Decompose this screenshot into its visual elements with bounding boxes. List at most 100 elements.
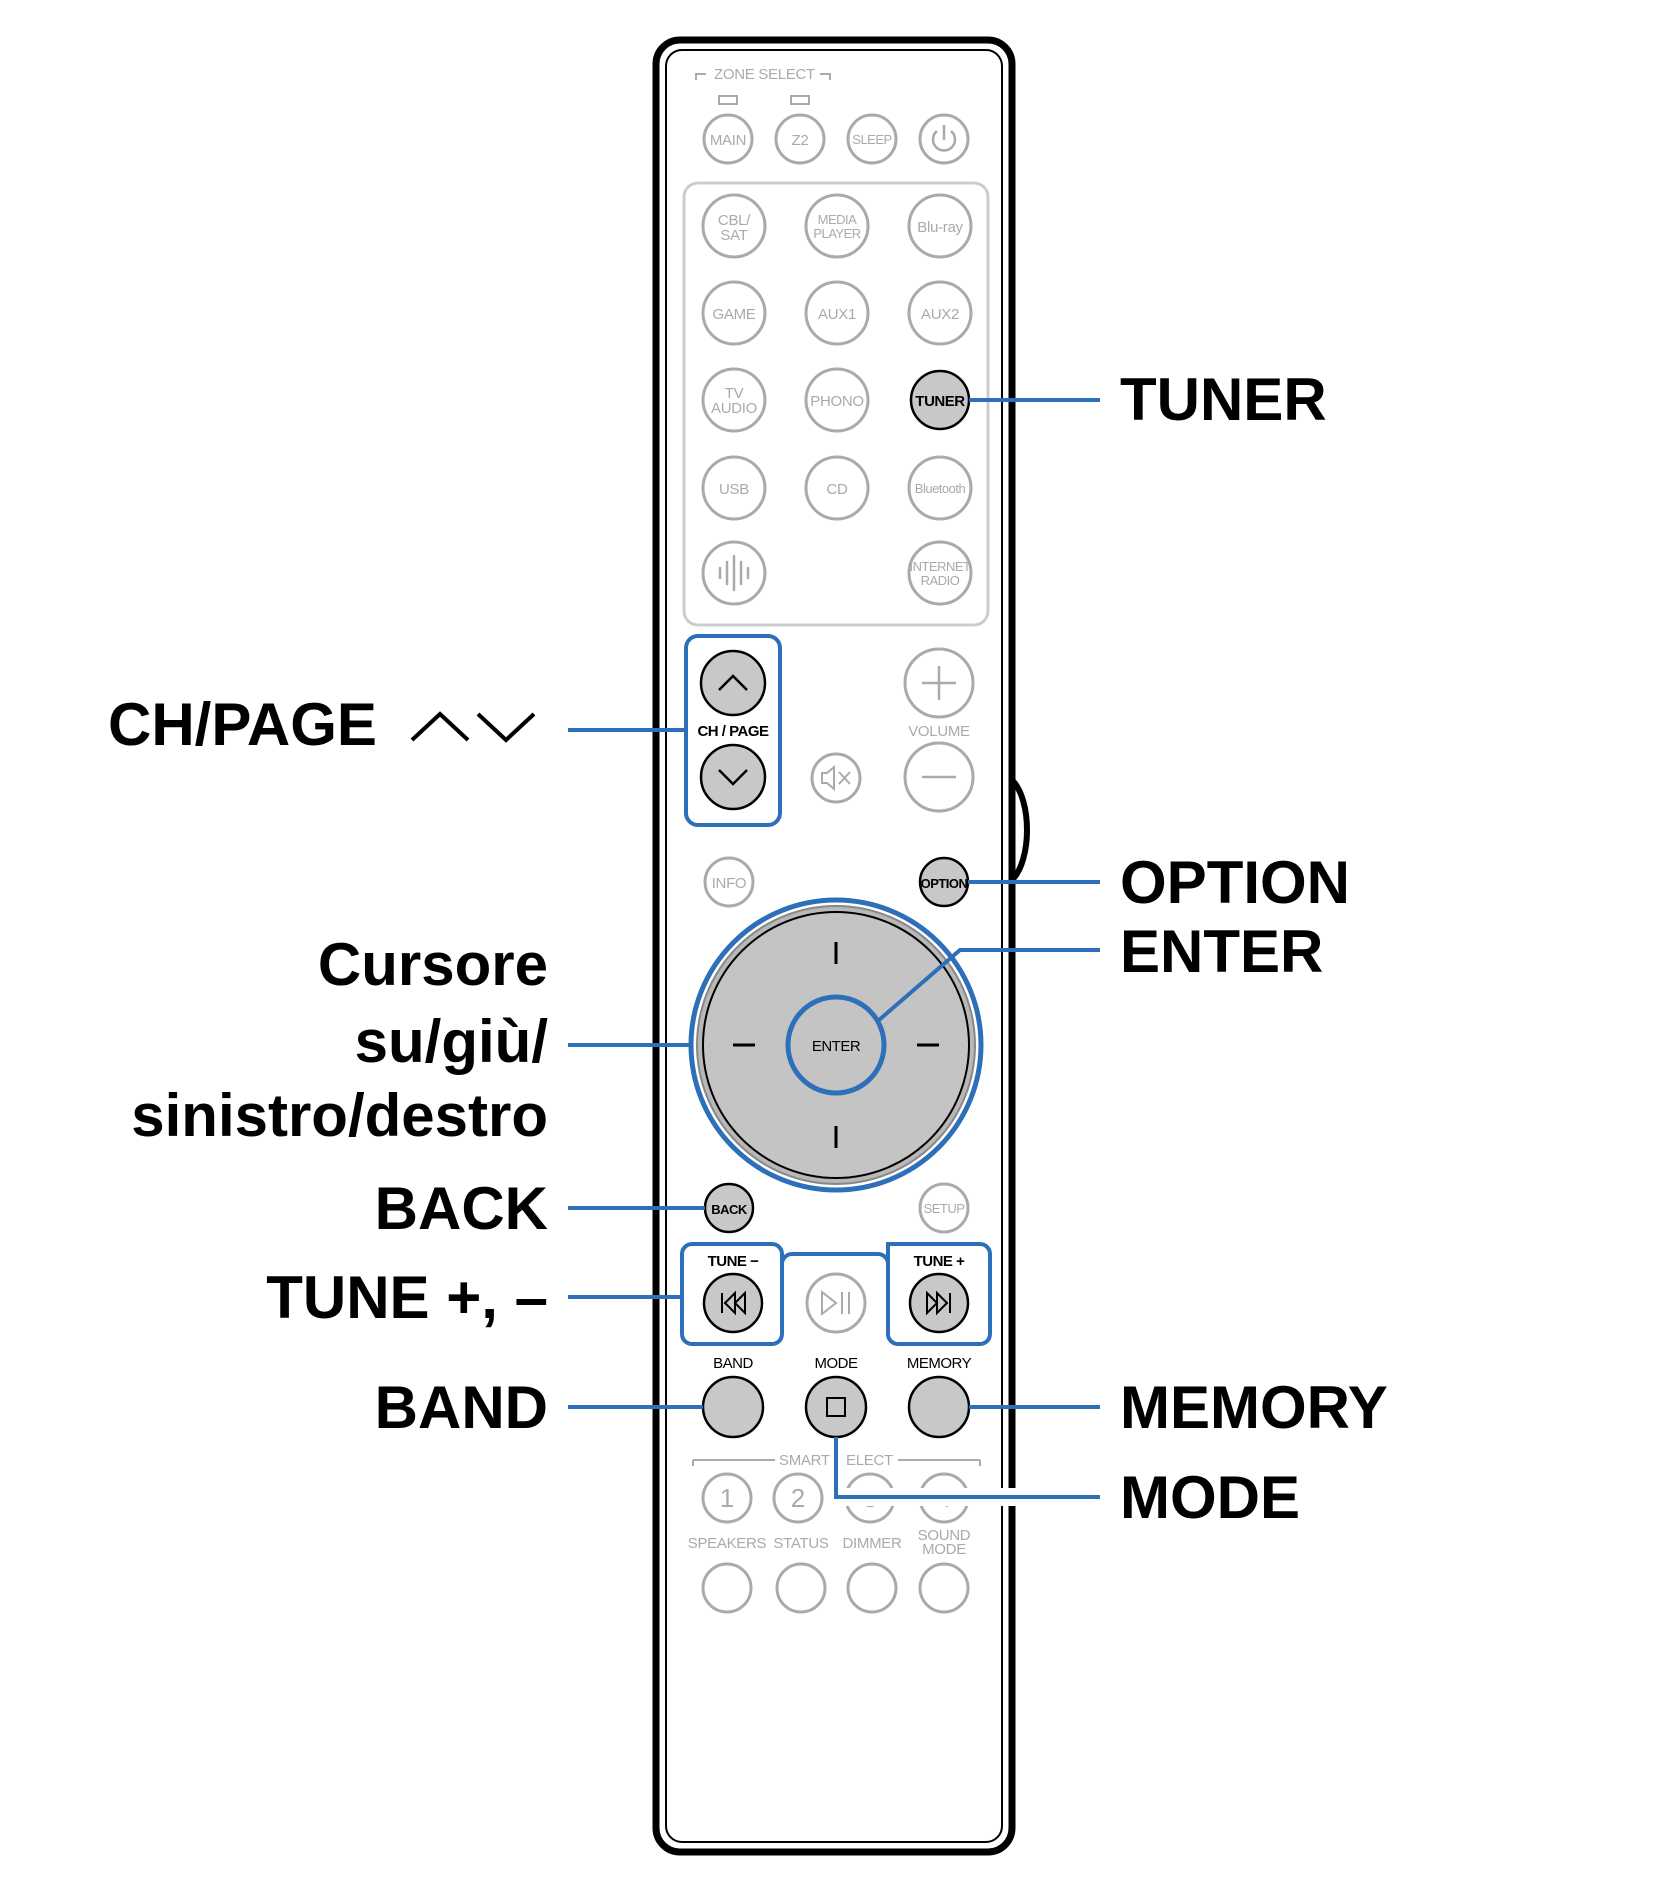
tv-audio-label-line1: TV [725,385,744,402]
mute-icon [821,764,851,792]
chevron-down-icon [718,769,748,786]
ch-page-label: CH / PAGE [697,723,769,740]
band-label: BAND [713,1355,753,1372]
setup-button[interactable]: SETUP [918,1182,970,1234]
sound-mode-button[interactable] [918,1562,970,1614]
memory-label: MEMORY [907,1355,972,1372]
bluetooth-label: Bluetooth [915,481,966,496]
bluray-button[interactable]: Blu-ray [907,193,973,259]
bluray-label: Blu-ray [917,219,963,236]
aux2-button[interactable]: AUX2 [907,280,973,346]
media-player-label-line2: PLAYER [813,226,860,241]
cd-button[interactable]: CD [804,455,870,521]
enter-button[interactable]: ENTER [785,994,887,1096]
skip-back-icon [721,1290,746,1316]
internet-radio-button[interactable]: INTERNET RADIO [907,540,973,606]
volume-up-button[interactable] [903,647,975,719]
power-button[interactable] [918,113,970,165]
speakers-button[interactable] [701,1562,753,1614]
mode-button[interactable] [804,1375,868,1439]
smart-select-left-label: SMART [779,1452,830,1469]
tune-plus-button[interactable] [908,1272,970,1334]
volume-label: VOLUME [908,723,970,740]
internet-radio-label-line1: INTERNET [910,559,972,574]
tune-plus-label: TUNE + [914,1253,966,1270]
aux2-label: AUX2 [921,306,959,323]
info-button[interactable]: INFO [703,856,755,908]
cursor-callout-line1: Cursore [318,931,548,998]
ch-page-up-button[interactable] [699,649,767,717]
tuner-label: TUNER [915,393,965,410]
zone-z2-indicator [790,95,810,105]
setup-label: SETUP [924,1201,965,1216]
memory-callout-label: MEMORY [1120,1374,1388,1441]
sleep-button[interactable]: SLEEP [846,113,898,165]
phono-button[interactable]: PHONO [804,367,870,433]
ch-page-down-button[interactable] [699,743,767,811]
mute-button[interactable] [810,752,862,804]
aux1-label: AUX1 [818,306,856,323]
status-label: STATUS [773,1535,828,1552]
smart-select-2-label: 2 [791,1483,805,1513]
play-pause-icon [821,1289,850,1317]
ch-page-callout: CH/PAGE [108,691,536,758]
chevron-up-down-icon [410,711,536,743]
tune-minus-highlight [680,1242,784,1346]
callout-lines [568,398,1100,1499]
dimmer-button[interactable] [846,1562,898,1614]
option-button[interactable]: OPTION [918,856,970,908]
usb-label: USB [719,481,749,498]
ch-page-callout-label: CH/PAGE [108,691,377,758]
back-label: BACK [711,1202,748,1217]
game-button[interactable]: GAME [701,280,767,346]
volume-down-button[interactable] [903,741,975,813]
z2-button[interactable]: Z2 [774,113,826,165]
back-callout-label: BACK [375,1175,548,1242]
power-icon [931,125,957,152]
memory-button[interactable] [907,1375,971,1439]
aux1-button[interactable]: AUX1 [804,280,870,346]
cd-label: CD [826,481,848,498]
tv-audio-button[interactable]: TV AUDIO [701,367,767,433]
cbl-sat-label-line2: SAT [720,227,747,244]
tuner-callout-label: TUNER [1120,366,1327,433]
sound-mode-label-line1: SOUND [918,1527,971,1544]
status-button[interactable] [775,1562,827,1614]
tune-plus-highlight [886,1242,992,1346]
heos-icon [718,554,750,592]
cbl-sat-button[interactable]: CBL/ SAT [701,193,767,259]
smart-select-1-button[interactable]: 1 [701,1472,753,1524]
enter-callout-line [877,948,1100,1022]
zone-main-indicator [718,95,738,105]
tuner-button[interactable]: TUNER [909,369,971,431]
media-player-button[interactable]: MEDIA PLAYER [804,193,870,259]
bluetooth-button[interactable]: Bluetooth [907,455,973,521]
skip-forward-icon [926,1290,951,1316]
media-player-label-line1: MEDIA [818,212,858,227]
smart-select-2-button[interactable]: 2 [772,1472,824,1524]
play-pause-button[interactable] [805,1272,867,1334]
smart-select: SMART ELECT [692,1452,981,1469]
usb-button[interactable]: USB [701,455,767,521]
mode-callout-label: MODE [1120,1464,1300,1531]
main-button[interactable]: MAIN [702,113,754,165]
band-button[interactable] [701,1375,765,1439]
band-callout-label: BAND [375,1374,548,1441]
cursor-callout-line2: su/giù/ [355,1008,549,1075]
sound-mode-label-line2: MODE [922,1541,966,1558]
main-button-label: MAIN [710,132,746,149]
z2-button-label: Z2 [792,132,809,149]
back-button[interactable]: BACK [703,1182,755,1234]
heos-button[interactable] [701,540,767,606]
internet-radio-label-line2: RADIO [921,573,960,588]
info-label: INFO [712,875,747,892]
chevron-up-icon [718,674,748,691]
enter-callout-label: ENTER [1120,918,1323,985]
tune-minus-label: TUNE − [708,1253,760,1270]
phono-label: PHONO [810,393,864,410]
tune-minus-button[interactable] [702,1272,764,1334]
stop-icon [826,1397,846,1417]
cbl-sat-label-line1: CBL/ [718,212,751,229]
tune-callout-label: TUNE +, – [266,1264,548,1331]
